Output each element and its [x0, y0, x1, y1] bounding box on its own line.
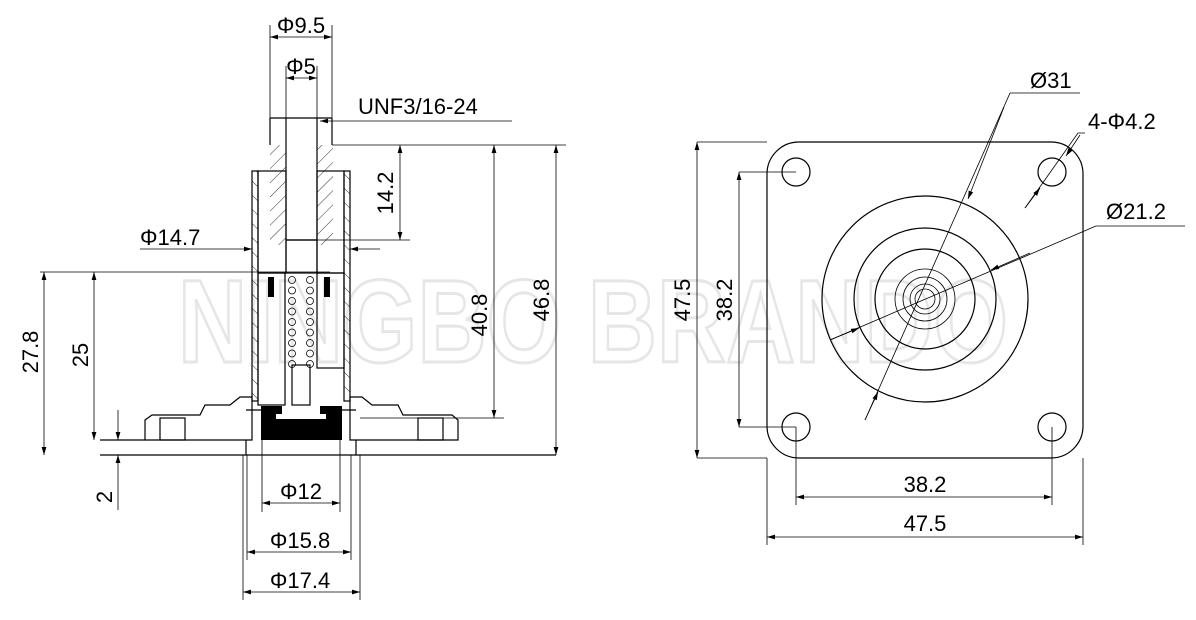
spring-coil [288, 276, 296, 284]
arrow-phi31-top [967, 106, 1005, 200]
flange-slot-right [417, 417, 444, 441]
dim-phi9-5: Φ9.5 [277, 13, 325, 38]
leader-holes [1024, 132, 1085, 209]
arrow-holes-top [1065, 134, 1081, 157]
core-center [285, 239, 318, 274]
spring-coil [288, 297, 296, 305]
flange-right [349, 396, 459, 441]
plan-ext-lines [697, 141, 1084, 545]
stem-outline [269, 117, 333, 145]
ext-lines-right [40, 144, 566, 419]
ext-lines-bottom [242, 440, 361, 600]
stem-hatch-right [317, 145, 333, 245]
plan-view: Ø31 4-Φ4.2 Ø21.2 47.5 38.2 38.2 47.5 [670, 68, 1185, 545]
spring-coil [288, 360, 296, 368]
spring-coil [288, 339, 296, 347]
tube-wall-right [343, 170, 351, 402]
dim-47-5-v: 47.5 [670, 279, 695, 322]
flange-left [144, 396, 253, 441]
dim-38-2-h: 38.2 [904, 472, 947, 497]
plunger-right [316, 272, 345, 369]
seal-ring-left [268, 277, 274, 297]
dim-phi15-8: Φ15.8 [270, 528, 330, 553]
ext-lines-top [269, 25, 333, 118]
spring-coil [306, 276, 314, 284]
arrow-phi21-2-left [829, 327, 860, 341]
dim-38-2-v: 38.2 [712, 279, 737, 322]
dim-phi12: Φ12 [280, 479, 322, 504]
stem-bore [285, 118, 318, 241]
plate-outline [766, 141, 1084, 459]
plunger-stem [291, 364, 311, 406]
spring-coil [306, 339, 314, 347]
flange-slot-left [159, 417, 186, 441]
spring-coil [306, 307, 314, 316]
leader-phi21-2 [829, 225, 1185, 341]
spring [288, 276, 314, 368]
center-ring [914, 288, 936, 310]
spring-coil [288, 318, 296, 326]
spring-coil [288, 328, 296, 337]
dim-thread: UNF3/16-24 [358, 94, 478, 119]
watermark-text: NINGBO BRANDO [178, 256, 1008, 388]
stem-hatch-left [270, 145, 286, 245]
spring-coil [306, 360, 314, 368]
spring-coil [306, 318, 314, 326]
center-ring [902, 276, 948, 322]
dim-47-5-h: 47.5 [904, 511, 947, 536]
dim-phi21-2: Ø21.2 [1106, 199, 1166, 224]
dim-phi31: Ø31 [1030, 68, 1072, 93]
center-ring [894, 268, 956, 330]
spring-coil [306, 328, 314, 337]
outer-circle [821, 195, 1029, 403]
seal-ring-right [324, 277, 330, 297]
spring-coil [306, 286, 314, 295]
plunger-left [257, 272, 286, 406]
dim-phi14-7: Φ14.7 [140, 225, 200, 250]
spring-coil [306, 349, 314, 358]
dim-2: 2 [92, 491, 117, 503]
dim-holes: 4-Φ4.2 [1088, 109, 1156, 134]
tube-wall-left [251, 170, 259, 402]
mount-hole [1037, 157, 1067, 187]
spring-coil [288, 286, 296, 295]
spring-coil [288, 349, 296, 358]
dim-27-8: 27.8 [18, 331, 43, 374]
dim-phi5: Φ5 [286, 54, 316, 79]
section-view: Φ9.5 Φ5 UNF3/16-24 Φ14.7 14.2 40.8 46.8 … [18, 13, 566, 600]
diaphragm-seal [261, 406, 342, 440]
spring-coil [306, 297, 314, 305]
dim-40-8: 40.8 [467, 294, 492, 337]
middle-circle [853, 227, 997, 371]
arrow-phi31-bottom [864, 391, 879, 421]
dim-46-8: 46.8 [529, 279, 554, 322]
inner-circle [874, 248, 976, 350]
arrow-phi21-2-right [990, 252, 1031, 271]
spring-coil [288, 307, 296, 316]
dim-phi17-4: Φ17.4 [270, 568, 330, 593]
leader-phi31 [864, 92, 1080, 421]
dim-14-2: 14.2 [373, 172, 398, 215]
arrow-holes-bottom [1024, 187, 1041, 209]
base-lines [100, 409, 556, 456]
dim-25: 25 [68, 343, 93, 367]
